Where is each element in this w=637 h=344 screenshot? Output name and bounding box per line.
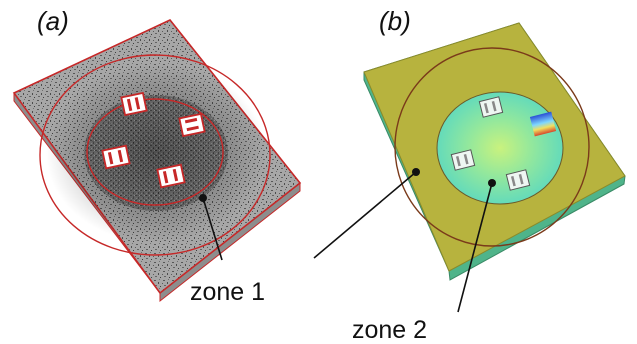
panel-b-model bbox=[363, 22, 626, 281]
leader-zone2 bbox=[457, 182, 493, 313]
panel-b-hotspot bbox=[529, 111, 557, 137]
panel-a-chip-left bbox=[101, 144, 131, 170]
leader-zone1-a bbox=[202, 197, 223, 261]
leader-zone1-b bbox=[313, 171, 417, 259]
panel-a-label: (a) bbox=[37, 6, 69, 36]
panel-a-model bbox=[12, 19, 302, 303]
panel-a-inner-zone-circle bbox=[86, 98, 224, 206]
panel-b-chip-top bbox=[478, 96, 504, 118]
panel-b-label: (b) bbox=[379, 6, 411, 36]
panel-a-chip-bottom bbox=[156, 163, 186, 189]
panel-a-chip-top bbox=[120, 91, 148, 117]
panel-b-chip-bottom bbox=[505, 169, 531, 191]
panel-b-chip-left bbox=[450, 149, 476, 171]
panel-a-chip-right bbox=[178, 112, 206, 138]
zone1-label: zone 1 bbox=[190, 278, 265, 306]
panel-a-outer-zone-circle bbox=[39, 54, 271, 256]
zone2-label: zone 2 bbox=[352, 316, 427, 344]
panel-b-outer-zone-circle bbox=[394, 47, 590, 247]
